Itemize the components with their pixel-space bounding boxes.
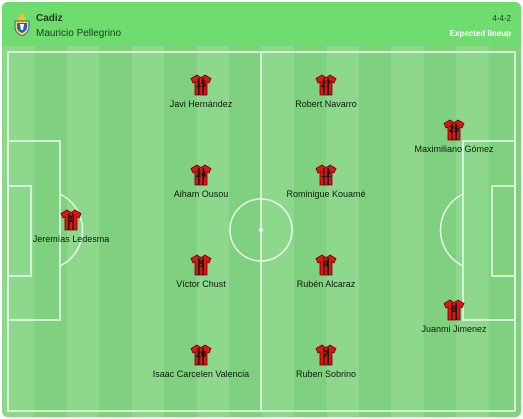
player-name: Aiham Ousou <box>173 189 229 199</box>
jersey-number: 12 <box>320 169 331 179</box>
jersey-number: 25 <box>448 124 459 134</box>
player-name: Rominigue Kouamé <box>286 189 366 199</box>
player-name: Robert Navarro <box>295 99 357 109</box>
jersey-icon: 27 <box>315 74 337 96</box>
jersey-icon: 9 <box>443 299 465 321</box>
jersey-icon: 15 <box>190 74 212 96</box>
jersey-number: 9 <box>451 304 457 314</box>
player-name: Víctor Chust <box>176 279 226 289</box>
player-name: Jeremías Ledesma <box>32 234 110 244</box>
player-name: Isaac Carcelen Valencia <box>152 369 250 379</box>
pitch-markings <box>2 46 521 417</box>
team-name: Cadiz <box>36 13 63 24</box>
lineup-type-label: Expected lineup <box>449 29 511 38</box>
jersey-icon: 20 <box>190 344 212 366</box>
jersey-icon: 7 <box>315 344 337 366</box>
jersey-number: 5 <box>198 259 204 269</box>
player-name: Javi Hernández <box>169 99 233 109</box>
jersey-icon: 4 <box>315 254 337 276</box>
jersey-number: 20 <box>195 349 206 359</box>
jersey-number: 27 <box>320 79 331 89</box>
jersey-icon: 24 <box>190 164 212 186</box>
jersey-number: 24 <box>195 169 206 179</box>
formation-label: 4-4-2 <box>492 14 511 23</box>
jersey-number: 1 <box>68 214 74 224</box>
player-name: Ruben Sobrino <box>295 369 357 379</box>
player-name: Maximiliano Gómez <box>414 144 494 154</box>
lineup-header: Cadiz Mauricio Pellegrino 4-4-2 Expected… <box>2 2 521 46</box>
coach-name: Mauricio Pellegrino <box>36 28 122 39</box>
jersey-icon: 12 <box>315 164 337 186</box>
jersey-icon: 25 <box>443 119 465 141</box>
jersey-icon: 5 <box>190 254 212 276</box>
jersey-icon: 1 <box>60 209 82 231</box>
team-logo <box>14 14 30 37</box>
player-name: Rubén Alcaraz <box>296 279 356 289</box>
player-name: Juanmi Jimenez <box>421 324 487 334</box>
jersey-number: 4 <box>323 259 329 269</box>
jersey-number: 15 <box>195 79 206 89</box>
jersey-number: 7 <box>323 349 329 359</box>
